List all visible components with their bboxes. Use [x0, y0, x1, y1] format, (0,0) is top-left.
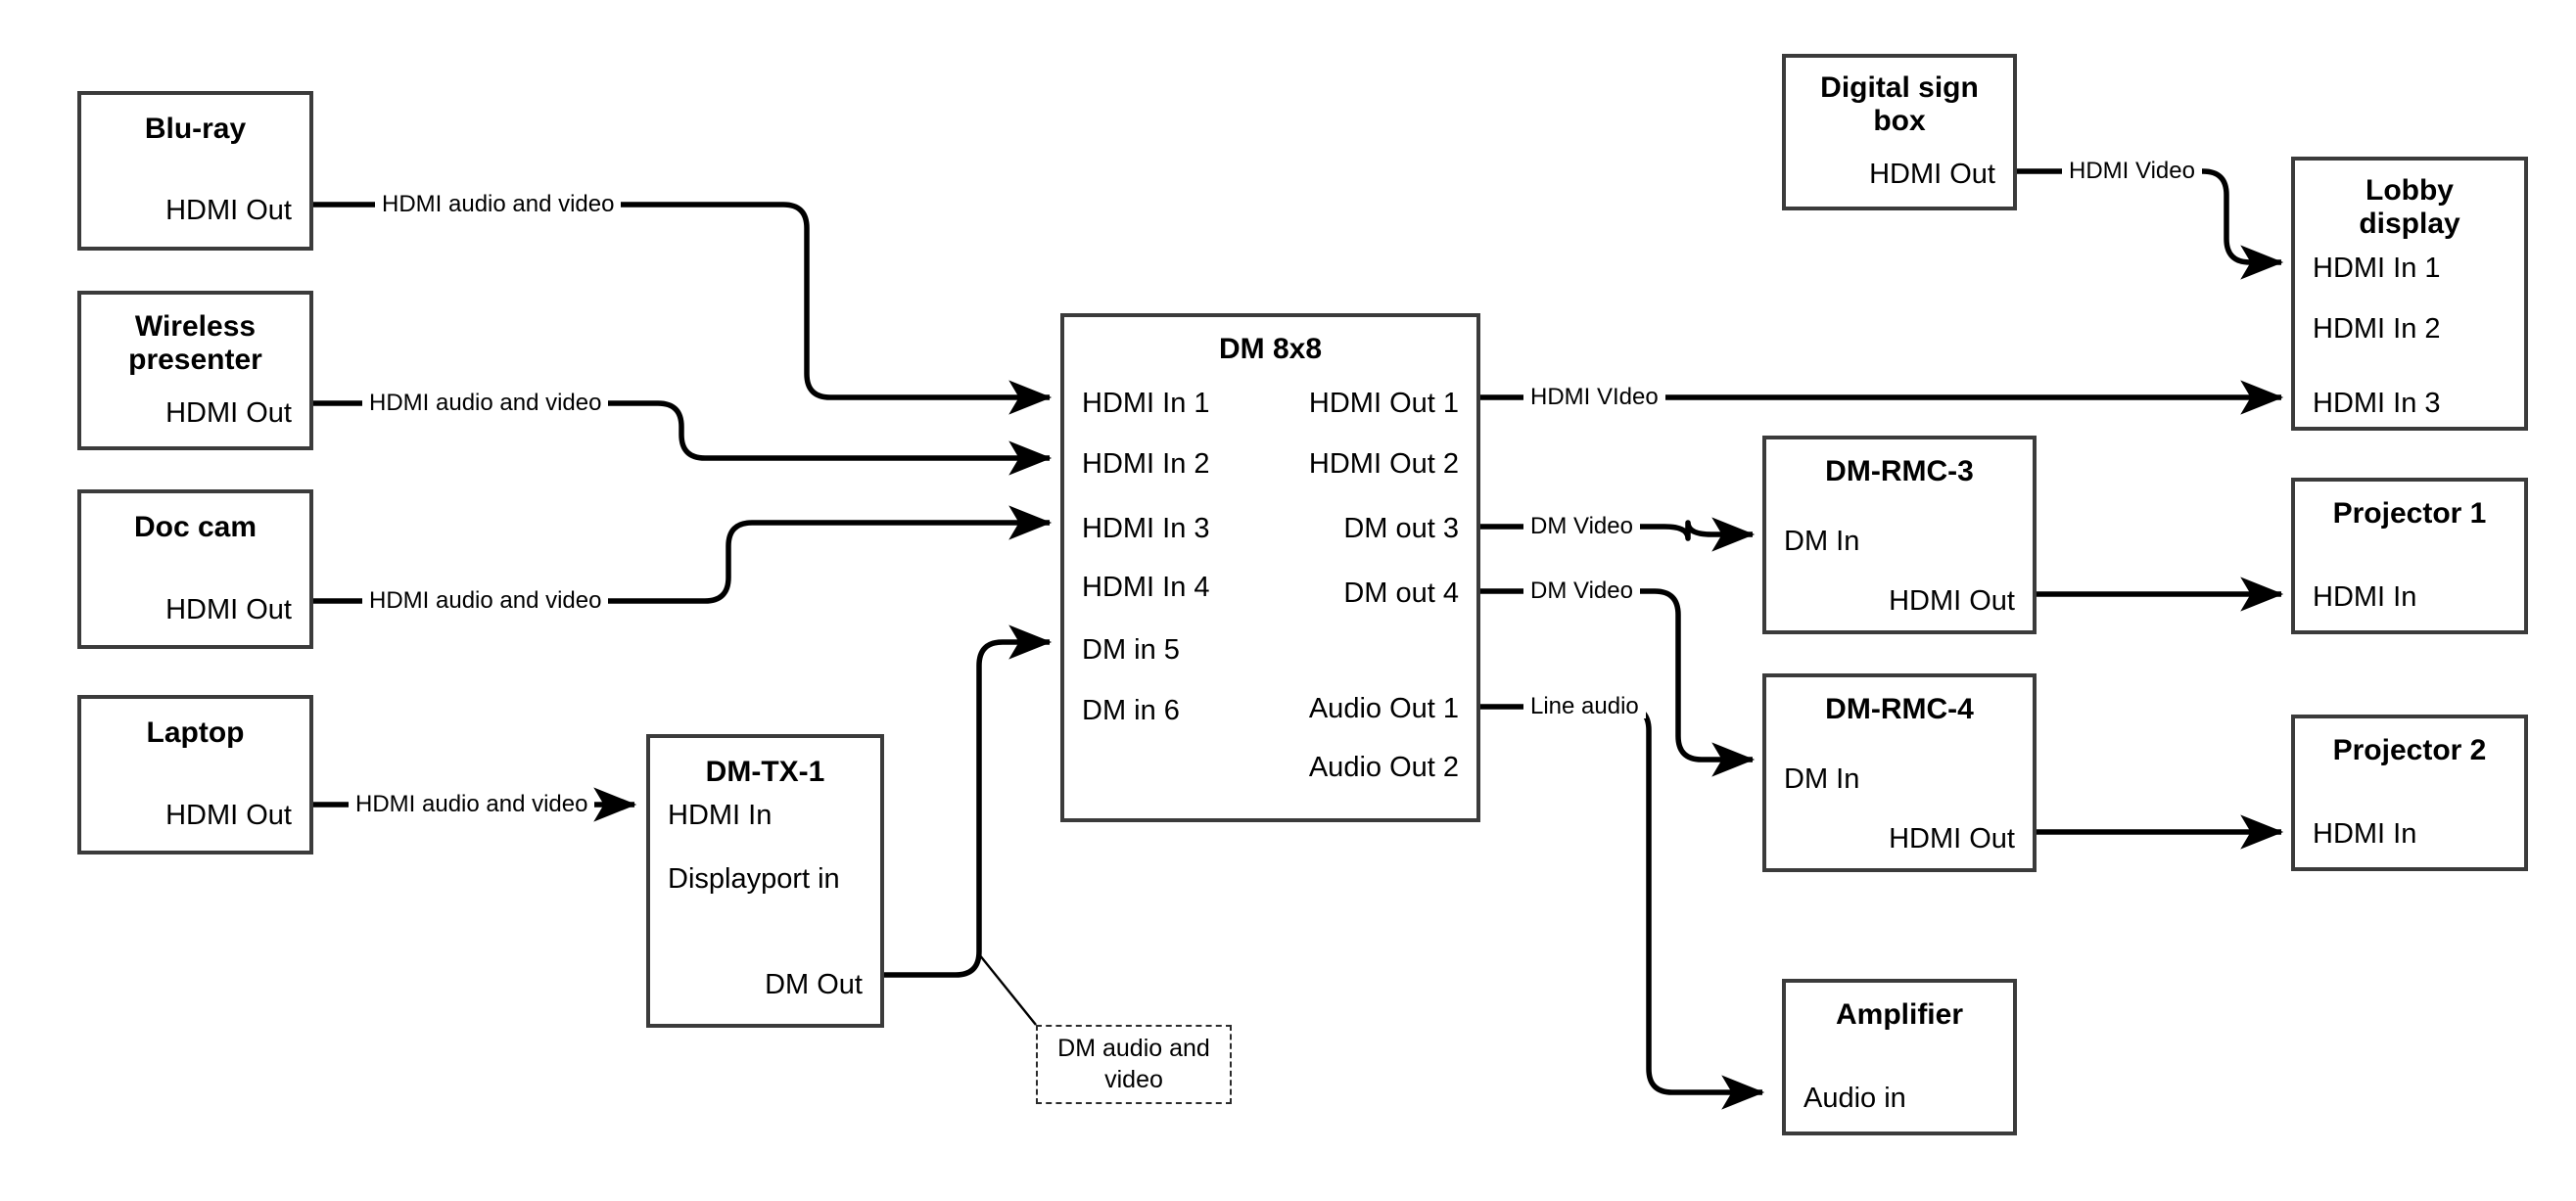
node-doc-cam-title: Doc cam — [133, 511, 258, 543]
node-dm-rmc-3-title: DM-RMC-3 — [1825, 455, 1974, 487]
wire-label-dm-out-3-to-rmc3: DM Video — [1523, 515, 1640, 538]
node-doc-cam[interactable]: Doc cam HDMI Out — [77, 489, 313, 649]
wire-label-hdmi-out-1-to-lobby: HDMI VIdeo — [1523, 386, 1665, 409]
node-dm-tx-1-port-hdmi-in: HDMI In — [668, 800, 773, 831]
node-dm-rmc-4-port-dm-in: DM In — [1784, 763, 1860, 795]
node-lobby-display-port-hdmi-in-1: HDMI In 1 — [2313, 253, 2441, 284]
node-laptop[interactable]: Laptop HDMI Out — [77, 695, 313, 855]
node-bluray-port-hdmi-out: HDMI Out — [165, 195, 292, 226]
wire-label-wireless-to-dm: HDMI audio and video — [362, 392, 609, 415]
node-laptop-port-hdmi-out: HDMI Out — [165, 800, 292, 831]
node-projector-1-port-hdmi-in: HDMI In — [2313, 581, 2417, 613]
node-dm-8x8-port-hdmi-in-4: HDMI In 4 — [1082, 572, 1210, 603]
node-dm-8x8-port-hdmi-out-1: HDMI Out 1 — [1308, 388, 1459, 419]
callout-dm-audio-and-video: DM audio and video — [1036, 1025, 1232, 1104]
node-lobby-display[interactable]: Lobby display HDMI In 1 HDMI In 2 HDMI I… — [2291, 157, 2528, 431]
node-amplifier-port-audio-in: Audio in — [1803, 1083, 1906, 1114]
node-amplifier-title: Amplifier — [1835, 998, 1964, 1031]
node-wireless-presenter[interactable]: Wireless presenter HDMI Out — [77, 291, 313, 450]
node-digital-sign-box[interactable]: Digital sign box HDMI Out — [1782, 54, 2017, 210]
node-dm-rmc-4[interactable]: DM-RMC-4 DM In HDMI Out — [1762, 673, 2037, 872]
node-dm-8x8[interactable]: DM 8x8 HDMI In 1 HDMI In 2 HDMI In 3 HDM… — [1060, 313, 1480, 822]
node-dm-8x8-port-audio-out-1: Audio Out 1 — [1308, 693, 1459, 724]
node-bluray-title: Blu-ray — [144, 113, 247, 145]
node-dm-tx-1-title: DM-TX-1 — [705, 756, 825, 788]
node-dm-rmc-3-port-dm-in: DM In — [1784, 526, 1860, 557]
node-amplifier[interactable]: Amplifier Audio in — [1782, 979, 2017, 1135]
node-dm-8x8-port-audio-out-2: Audio Out 2 — [1308, 752, 1459, 783]
node-dm-8x8-port-hdmi-out-2: HDMI Out 2 — [1308, 448, 1459, 480]
node-dm-8x8-port-hdmi-in-3: HDMI In 3 — [1082, 513, 1210, 544]
node-projector-2-title: Projector 2 — [2332, 734, 2487, 766]
node-dm-tx-1-port-dm-out: DM Out — [765, 969, 863, 1000]
node-dm-8x8-port-hdmi-in-1: HDMI In 1 — [1082, 388, 1210, 419]
node-projector-1-title: Projector 1 — [2332, 497, 2487, 530]
node-dm-8x8-port-dm-out-3: DM out 3 — [1343, 513, 1459, 544]
wire-audio-out-1-to-amplifier — [1480, 704, 1765, 1110]
node-projector-1[interactable]: Projector 1 HDMI In — [2291, 478, 2528, 634]
callout-leader-line — [978, 953, 1037, 1026]
node-wireless-presenter-port-hdmi-out: HDMI Out — [165, 397, 292, 429]
wire-label-doccam-to-dm: HDMI audio and video — [362, 589, 609, 613]
wire-label-digitalsign-to-lobby: HDMI Video — [2062, 160, 2202, 183]
node-dm-rmc-3[interactable]: DM-RMC-3 DM In HDMI Out — [1762, 436, 2037, 634]
wire-dmtx1-to-dm-in-5 — [884, 624, 1053, 978]
node-laptop-title: Laptop — [146, 716, 245, 749]
node-bluray[interactable]: Blu-ray HDMI Out — [77, 91, 313, 251]
wire-digitalsign-to-lobby-hdmi-in-1 — [2017, 168, 2284, 280]
wire-label-dm-out-4-to-rmc4: DM Video — [1523, 579, 1640, 603]
node-dm-8x8-title: DM 8x8 — [1218, 333, 1323, 365]
node-digital-sign-box-port-hdmi-out: HDMI Out — [1869, 159, 1995, 190]
wire-dm-out-4-to-dmrmc4 — [1480, 588, 1756, 777]
node-lobby-display-port-hdmi-in-3: HDMI In 3 — [2313, 388, 2441, 419]
node-doc-cam-port-hdmi-out: HDMI Out — [165, 594, 292, 625]
node-dm-rmc-4-title: DM-RMC-4 — [1825, 693, 1974, 725]
node-dm-8x8-port-dm-in-5: DM in 5 — [1082, 634, 1180, 666]
wire-label-bluray-to-dm: HDMI audio and video — [375, 193, 622, 216]
node-wireless-presenter-title: Wireless presenter — [128, 310, 262, 377]
node-projector-2[interactable]: Projector 2 HDMI In — [2291, 715, 2528, 871]
node-lobby-display-port-hdmi-in-2: HDMI In 2 — [2313, 313, 2441, 345]
node-dm-rmc-3-port-hdmi-out: HDMI Out — [1889, 585, 2015, 617]
node-lobby-display-title: Lobby display — [2359, 174, 2460, 241]
node-dm-rmc-4-port-hdmi-out: HDMI Out — [1889, 823, 2015, 855]
wire-bluray-to-dm-hdmi-in-1 — [313, 202, 1053, 415]
node-dm-8x8-port-hdmi-in-2: HDMI In 2 — [1082, 448, 1210, 480]
wire-label-audio-out-1-to-amplifier: Line audio — [1523, 695, 1646, 718]
node-projector-2-port-hdmi-in: HDMI In — [2313, 818, 2417, 850]
node-digital-sign-box-title: Digital sign box — [1820, 71, 1979, 138]
node-dm-tx-1-port-displayport-in: Displayport in — [668, 863, 840, 895]
node-dm-8x8-port-dm-out-4: DM out 4 — [1343, 577, 1459, 609]
node-dm-8x8-port-dm-in-6: DM in 6 — [1082, 695, 1180, 726]
wire-label-laptop-to-dmtx1: HDMI audio and video — [349, 793, 595, 816]
node-dm-tx-1[interactable]: DM-TX-1 HDMI In Displayport in DM Out — [646, 734, 884, 1028]
